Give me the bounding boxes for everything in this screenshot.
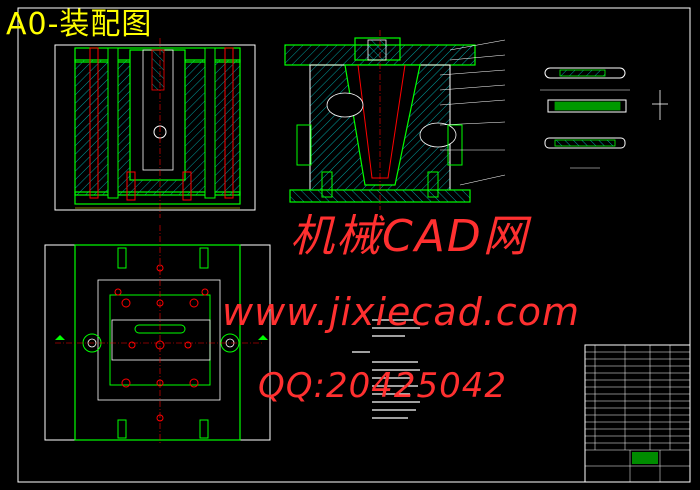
watermark-qq: QQ:20425042 [258,366,508,406]
technical-notes [352,319,420,419]
section-view-left [54,38,256,218]
watermark-site-name: 机械CAD网 [290,211,529,262]
sheet-border [17,7,691,483]
part-detail-views [540,67,668,169]
title-block [584,344,691,483]
section-view-middle [284,30,506,210]
drawing-title: A0-装配图 [6,7,153,42]
watermark-url: www.jixiecad.com [222,290,580,334]
plan-view [44,225,271,445]
